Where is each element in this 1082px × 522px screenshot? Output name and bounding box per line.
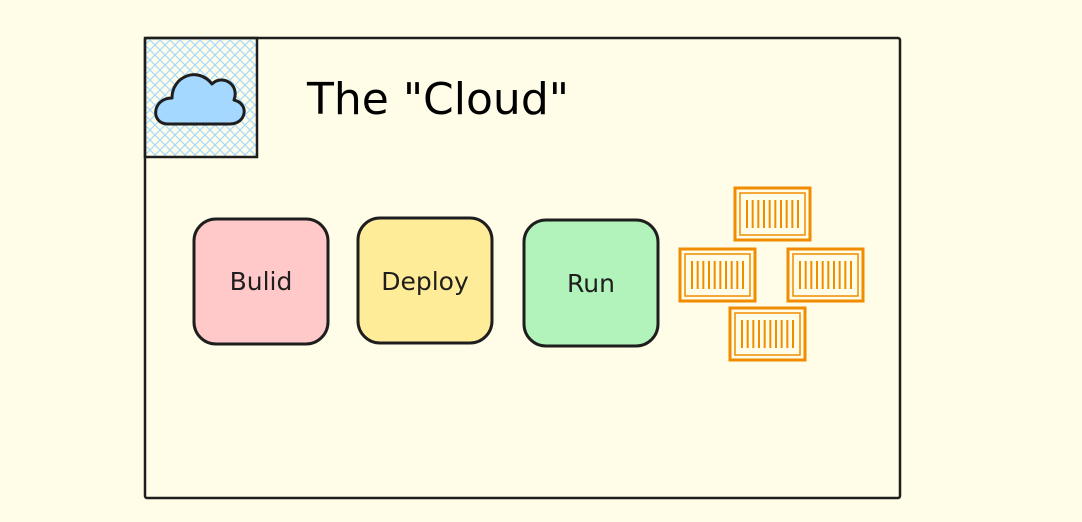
- container-icon: [728, 306, 807, 362]
- container-icon: [678, 247, 757, 303]
- cloud-frame: [143, 36, 902, 500]
- containers-cluster: [678, 186, 865, 362]
- container-bottom: [728, 306, 807, 362]
- diagram-title: The "Cloud": [306, 74, 569, 125]
- step-box-run: Run: [522, 218, 660, 348]
- steps-group: Bulid Deploy Run: [192, 216, 660, 348]
- step-label: Deploy: [381, 267, 469, 296]
- step-box-build: Bulid: [192, 217, 330, 346]
- container-icon: [786, 247, 865, 303]
- container-top: [733, 186, 812, 242]
- container-right: [786, 247, 865, 303]
- container-left: [678, 247, 757, 303]
- step-label: Run: [567, 269, 615, 298]
- step-box-deploy: Deploy: [356, 216, 494, 345]
- container-icon: [733, 186, 812, 242]
- cloud-icon-tile: [143, 36, 259, 159]
- cloud-icon: [154, 73, 246, 126]
- step-label: Bulid: [230, 267, 293, 296]
